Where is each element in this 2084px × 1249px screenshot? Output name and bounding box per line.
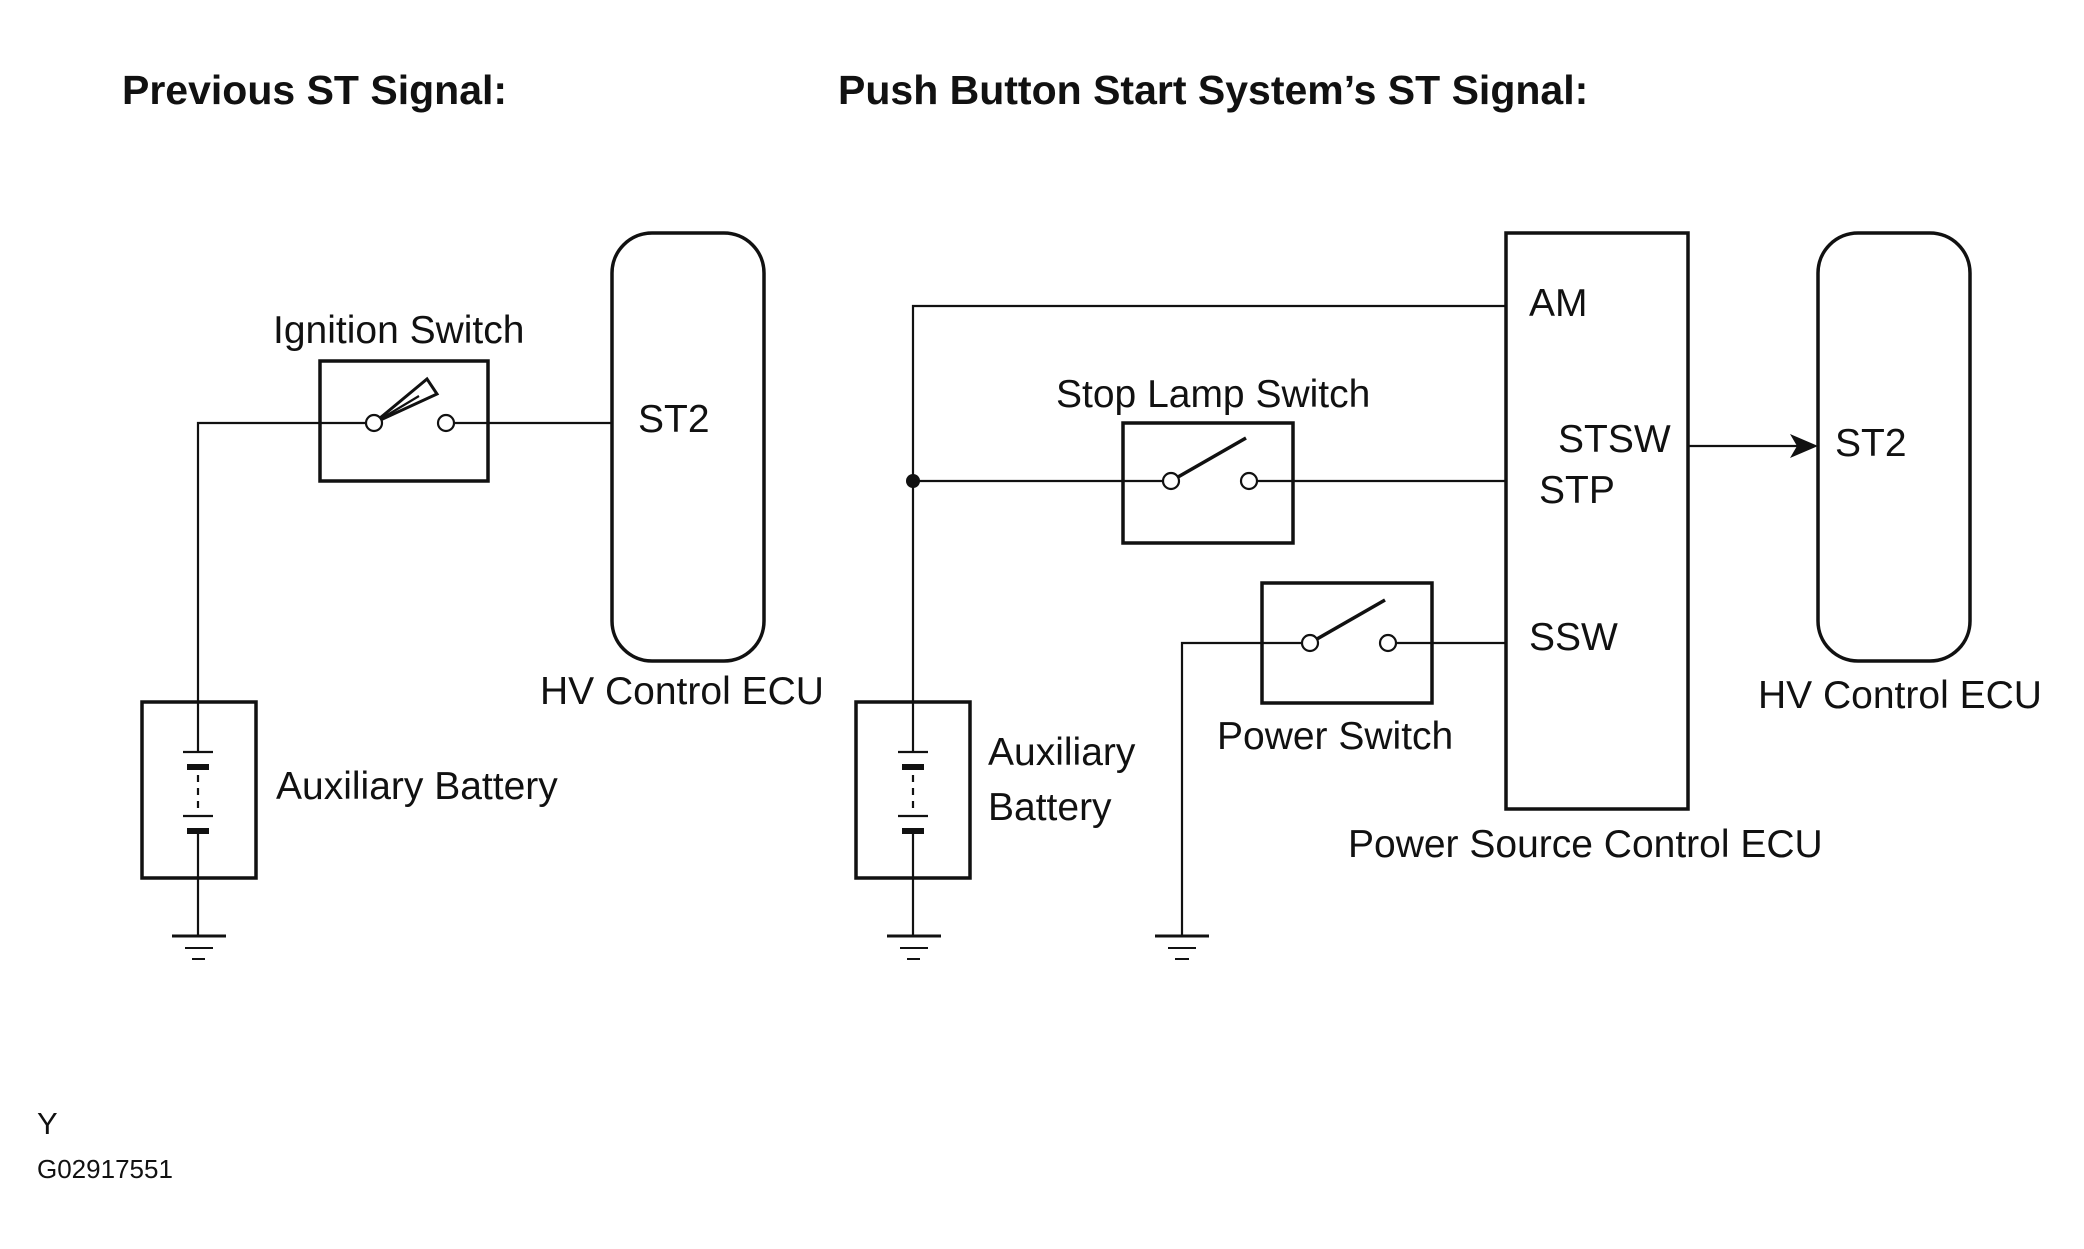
terminal-stp: STP: [1539, 469, 1615, 512]
power-source-control-ecu-box: [1504, 231, 1690, 811]
stop-lamp-switch-lever: [1170, 436, 1247, 483]
heading-push-button-st-signal: Push Button Start System’s ST Signal:: [838, 67, 1588, 113]
stop-lamp-switch-box: [1121, 421, 1295, 545]
ignition-key-blade-icon: [373, 376, 440, 425]
figure-id: G02917551: [37, 1154, 173, 1184]
right-auxiliary-battery-label-line1: Auxiliary: [988, 731, 1136, 774]
stop-lamp-contact-left: [1161, 471, 1181, 491]
heading-previous-st-signal: Previous ST Signal:: [122, 67, 507, 113]
power-switch-contact-right: [1378, 633, 1398, 653]
power-switch-contact-left: [1300, 633, 1320, 653]
terminal-ssw: SSW: [1529, 616, 1618, 659]
left-wire-battery-to-switch: [196, 421, 320, 702]
terminal-stsw: STSW: [1558, 418, 1671, 461]
right-wire-ground-to-power-switch: [1180, 641, 1262, 936]
left-circuit: Ignition Switch ST2 HV Control ECU Auxil…: [140, 231, 824, 960]
left-ground-icon: [172, 934, 226, 960]
power-switch-ground-icon: [1155, 934, 1209, 960]
stop-lamp-switch-label: Stop Lamp Switch: [1056, 373, 1370, 416]
ignition-contact-right: [436, 413, 456, 433]
right-hv-ecu-st2-terminal: ST2: [1835, 422, 1907, 465]
power-switch-label: Power Switch: [1217, 715, 1453, 758]
right-hv-control-ecu-box: [1816, 231, 1972, 663]
right-battery-ground-icon: [887, 934, 941, 960]
power-switch-lever: [1309, 598, 1386, 645]
right-hv-ecu-label: HV Control ECU: [1758, 674, 2042, 717]
ignition-contact-left: [364, 413, 384, 433]
left-hv-ecu-st2-terminal: ST2: [638, 398, 710, 441]
view-code: Y: [37, 1106, 58, 1141]
arrowhead-icon: [1790, 434, 1818, 458]
ignition-switch-label: Ignition Switch: [273, 309, 524, 352]
left-hv-ecu-label: HV Control ECU: [540, 670, 824, 713]
right-auxiliary-battery-label-line2: Battery: [988, 786, 1112, 829]
right-circuit: Stop Lamp Switch Power Switch AM STSW ST…: [854, 231, 2042, 960]
right-wire-battery-to-am: [911, 304, 1506, 702]
stop-lamp-contact-right: [1239, 471, 1259, 491]
left-auxiliary-battery-label: Auxiliary Battery: [276, 765, 558, 808]
left-hv-control-ecu-box: [610, 231, 766, 663]
power-source-control-ecu-label: Power Source Control ECU: [1348, 823, 1823, 866]
ignition-switch-box: [318, 359, 490, 483]
terminal-am: AM: [1529, 282, 1588, 325]
